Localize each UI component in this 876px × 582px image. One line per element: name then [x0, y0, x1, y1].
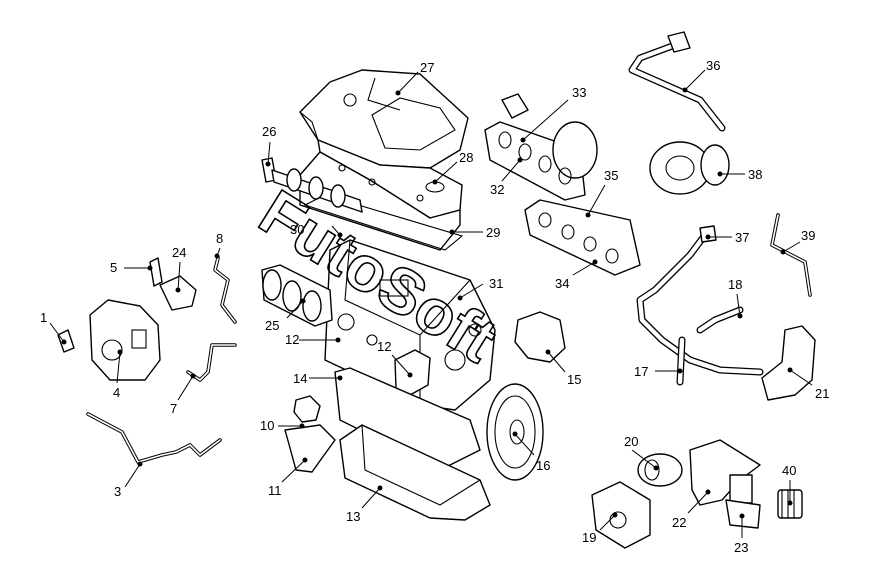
oil-cooler [637, 453, 683, 487]
callout-21: 20 [624, 434, 638, 449]
oil-filter-housing [591, 481, 651, 549]
callout-41: 40 [782, 463, 796, 478]
injection-pump [89, 299, 161, 381]
callout-4: 4 [113, 385, 120, 400]
callout-14: 13 [346, 509, 360, 524]
callout-32: 31 [489, 276, 503, 291]
lead-7 [186, 343, 237, 382]
callout-15: 14 [293, 371, 307, 386]
callout-39: 38 [748, 167, 762, 182]
callout-10: 10 [260, 418, 274, 433]
callout-1: 1 [40, 310, 47, 325]
callout-8: 8 [216, 231, 223, 246]
exhaust-manifold [524, 199, 641, 276]
camshaft [261, 157, 363, 213]
sensor-lead [770, 213, 812, 297]
callout-25: 24 [172, 245, 186, 260]
callout-26: 25 [265, 318, 279, 333]
oil-pan [339, 424, 491, 521]
callout-3: 3 [114, 484, 121, 499]
leader-lines [49, 69, 813, 538]
glow-plug-5 [149, 257, 163, 287]
callout-19: 18 [728, 277, 742, 292]
callout-34: 33 [572, 85, 586, 100]
callout-37: 36 [706, 58, 720, 73]
callout-33: 32 [490, 182, 504, 197]
callout-28: 27 [420, 60, 434, 75]
callout-30: 29 [486, 225, 500, 240]
callout-20: 19 [582, 530, 596, 545]
fuel-filter [725, 474, 761, 529]
intake-manifold [484, 93, 598, 201]
callout-12: 12 [285, 332, 299, 347]
lead-8 [213, 256, 237, 324]
callout-29: 28 [459, 150, 473, 165]
callout-36: 35 [604, 168, 618, 183]
callout-16: 15 [567, 372, 581, 387]
callout-40: 39 [801, 228, 815, 243]
callout-31: 30 [290, 222, 304, 237]
callout-18: 17 [634, 364, 648, 379]
thermostat-housing [761, 325, 816, 401]
callout-35: 34 [555, 276, 569, 291]
callout-labels: 27 28 26 30 29 25 12 12 14 13 16 15 31 3… [40, 58, 829, 555]
callout-24: 23 [734, 540, 748, 555]
callout-23: 22 [672, 515, 686, 530]
callout-17: 16 [536, 458, 550, 473]
bracket-25 [159, 275, 197, 311]
bracket-11 [284, 424, 336, 473]
callout-7: 7 [170, 401, 177, 416]
callout-38: 37 [735, 230, 749, 245]
callout-11: 11 [268, 483, 282, 498]
turbo-pipe [628, 31, 726, 132]
callout-22: 21 [815, 386, 829, 401]
water-pump [514, 311, 566, 363]
crankshaft [261, 264, 333, 327]
coolant-hoses [636, 225, 764, 386]
sump-gasket [334, 367, 481, 471]
callout-13: 12 [377, 339, 391, 354]
callout-27: 26 [262, 124, 276, 139]
sprocket-10 [293, 395, 321, 423]
callout-5: 5 [110, 260, 117, 275]
injector-harness-3 [86, 412, 222, 464]
turbocharger [649, 141, 730, 195]
